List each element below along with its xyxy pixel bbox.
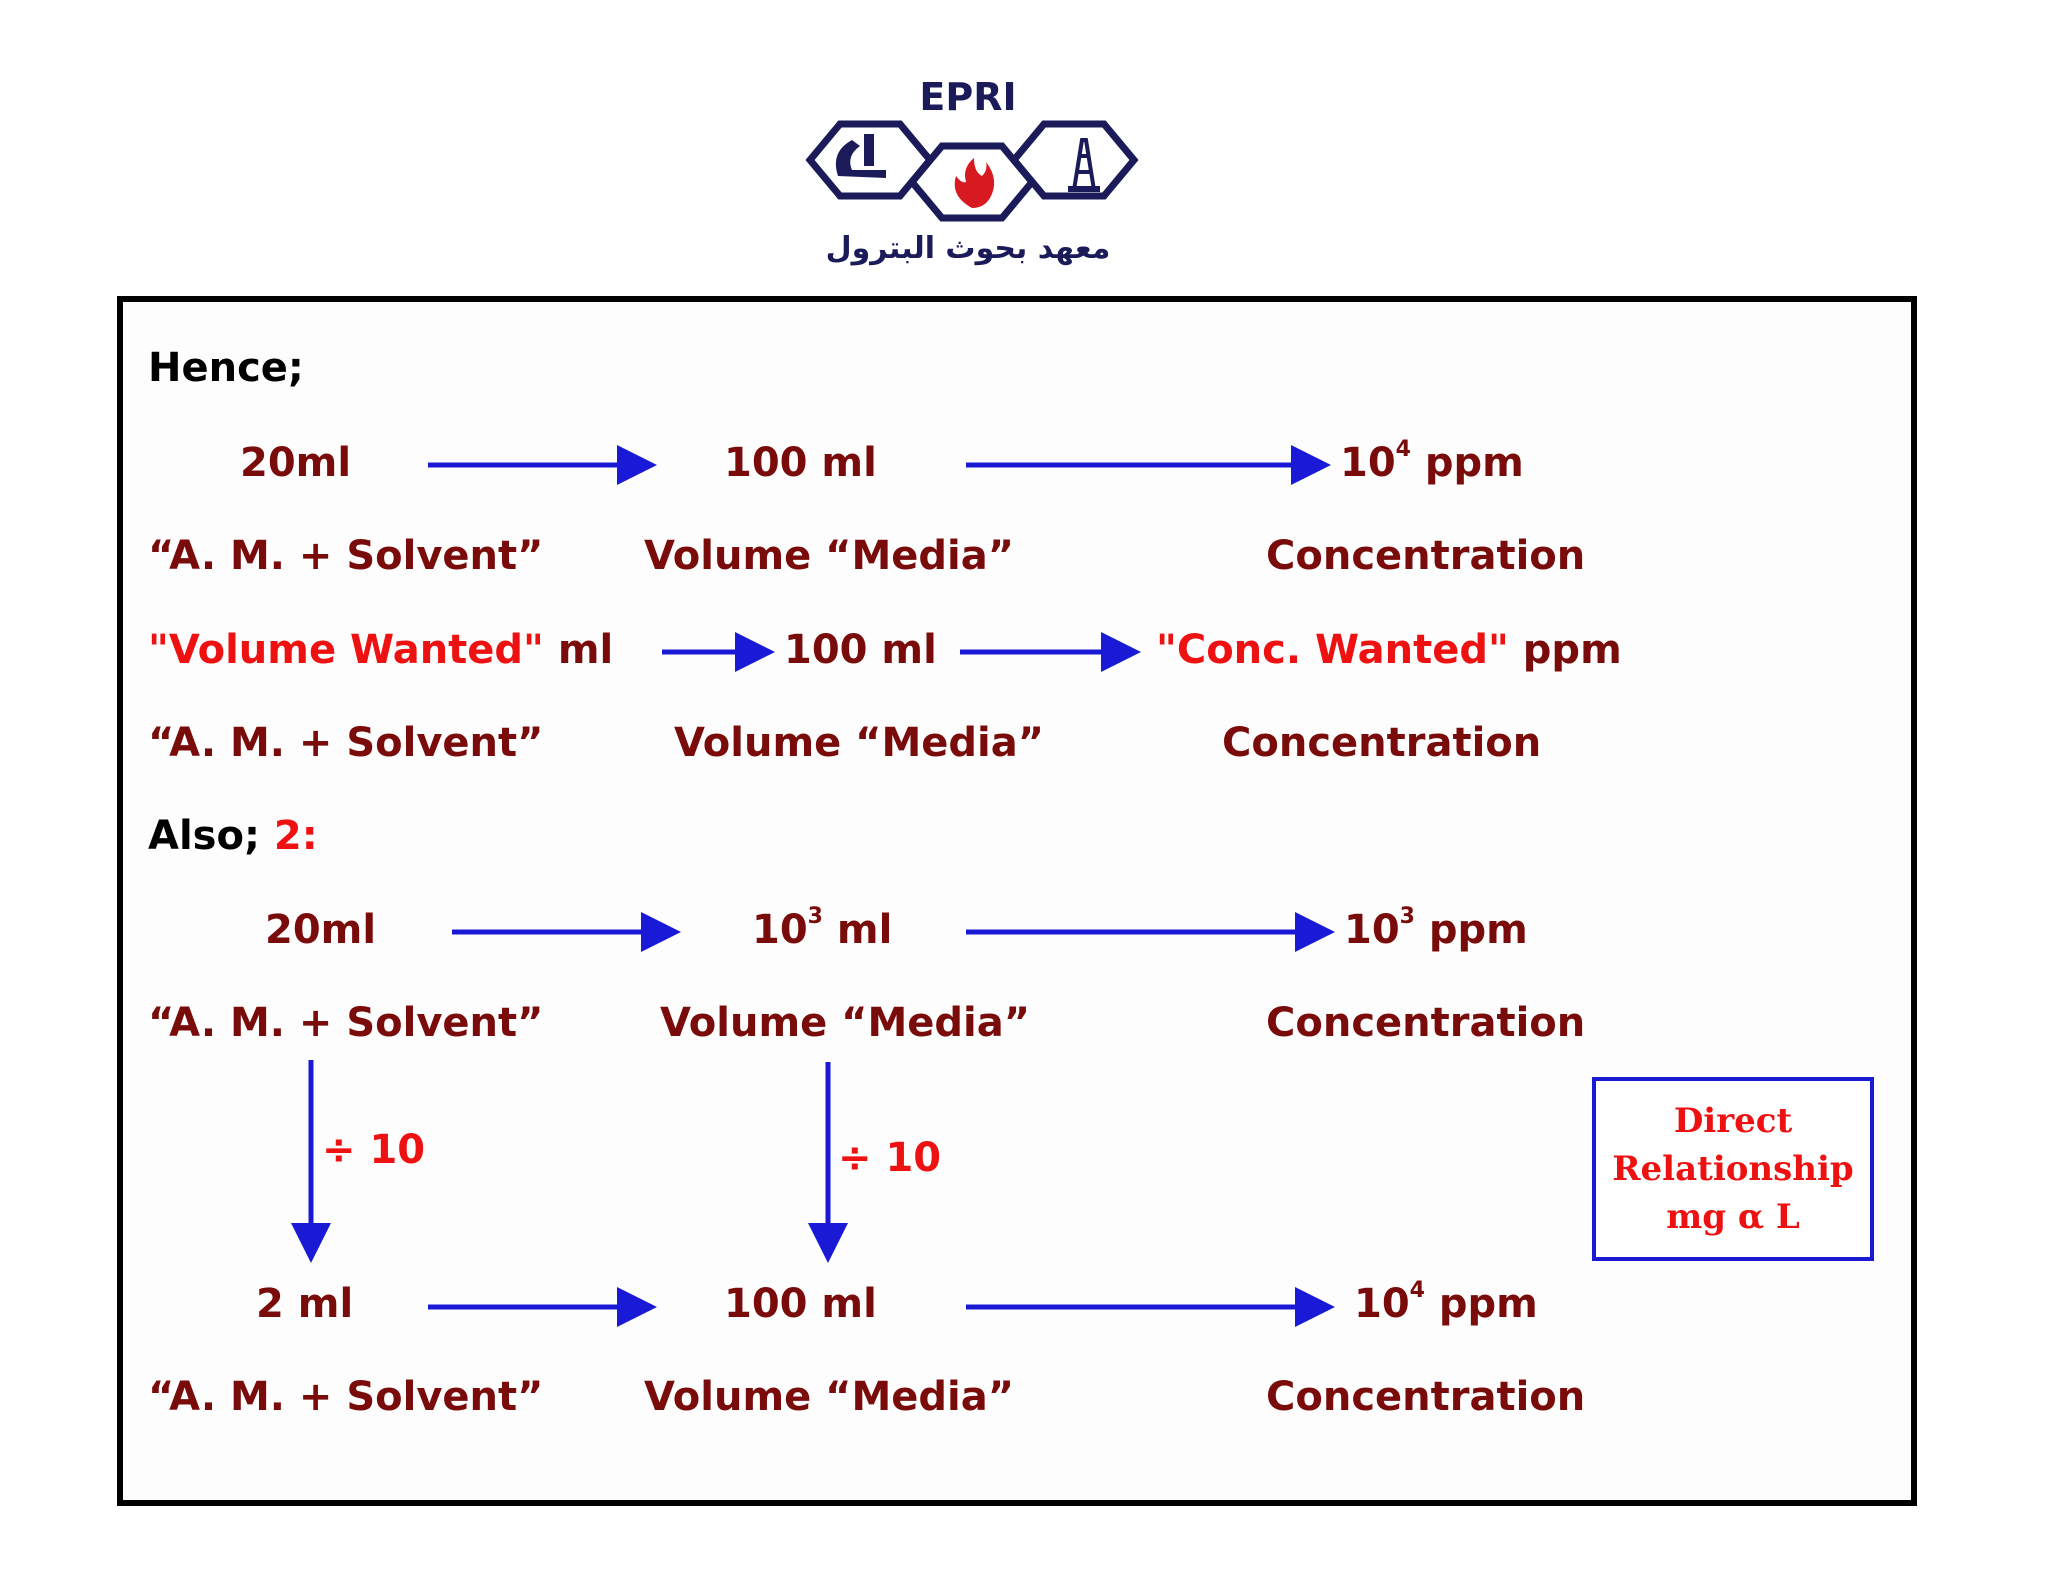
row1-from: 20ml: [240, 440, 352, 486]
epri-logo: EPRI معهد بحوث البترول: [805, 75, 1139, 266]
label-am-solvent-1: “A. M. + Solvent”: [148, 533, 544, 579]
relationship-line3: mg α L: [1666, 1197, 1800, 1237]
label-volume-media-1: Volume “Media”: [644, 533, 1015, 579]
label-volume-media-3: Volume “Media”: [660, 1000, 1031, 1046]
label-am-solvent-3: “A. M. + Solvent”: [148, 1000, 544, 1046]
row3-to: 103 ppm: [1344, 904, 1528, 953]
row2-mid: 100 ml: [784, 627, 937, 673]
also-heading: Also; 2:: [148, 813, 318, 859]
label-volume-media-4: Volume “Media”: [644, 1374, 1015, 1420]
relationship-line2: Relationship: [1612, 1149, 1854, 1189]
label-am-solvent-4: “A. M. + Solvent”: [148, 1374, 544, 1420]
row2-from: "Volume Wanted" ml: [148, 627, 614, 673]
hence-heading: Hence;: [148, 345, 304, 391]
label-am-solvent-2: “A. M. + Solvent”: [148, 720, 544, 766]
row4-from: 2 ml: [256, 1281, 354, 1327]
row3-mid: 103 ml: [752, 904, 893, 953]
division-right: ÷ 10: [838, 1135, 942, 1181]
label-concentration-2: Concentration: [1222, 720, 1542, 766]
logo-arabic-text: معهد بحوث البترول: [826, 231, 1111, 266]
label-volume-media-2: Volume “Media”: [674, 720, 1045, 766]
logo-text: EPRI: [919, 75, 1016, 119]
relationship-line1: Direct: [1673, 1101, 1793, 1141]
label-concentration-3: Concentration: [1266, 1000, 1586, 1046]
direct-relationship-box: Direct Relationship mg α L: [1592, 1077, 1874, 1261]
row1-mid: 100 ml: [724, 440, 877, 486]
content-frame: [117, 296, 1917, 1506]
label-concentration-4: Concentration: [1266, 1374, 1586, 1420]
row1-to: 104 ppm: [1340, 437, 1524, 486]
row3-from: 20ml: [265, 907, 377, 953]
row2-to: "Conc. Wanted" ppm: [1156, 627, 1622, 673]
division-left: ÷ 10: [322, 1127, 426, 1173]
row4-to: 104 ppm: [1354, 1278, 1538, 1327]
label-concentration-1: Concentration: [1266, 533, 1586, 579]
row4-mid: 100 ml: [724, 1281, 877, 1327]
